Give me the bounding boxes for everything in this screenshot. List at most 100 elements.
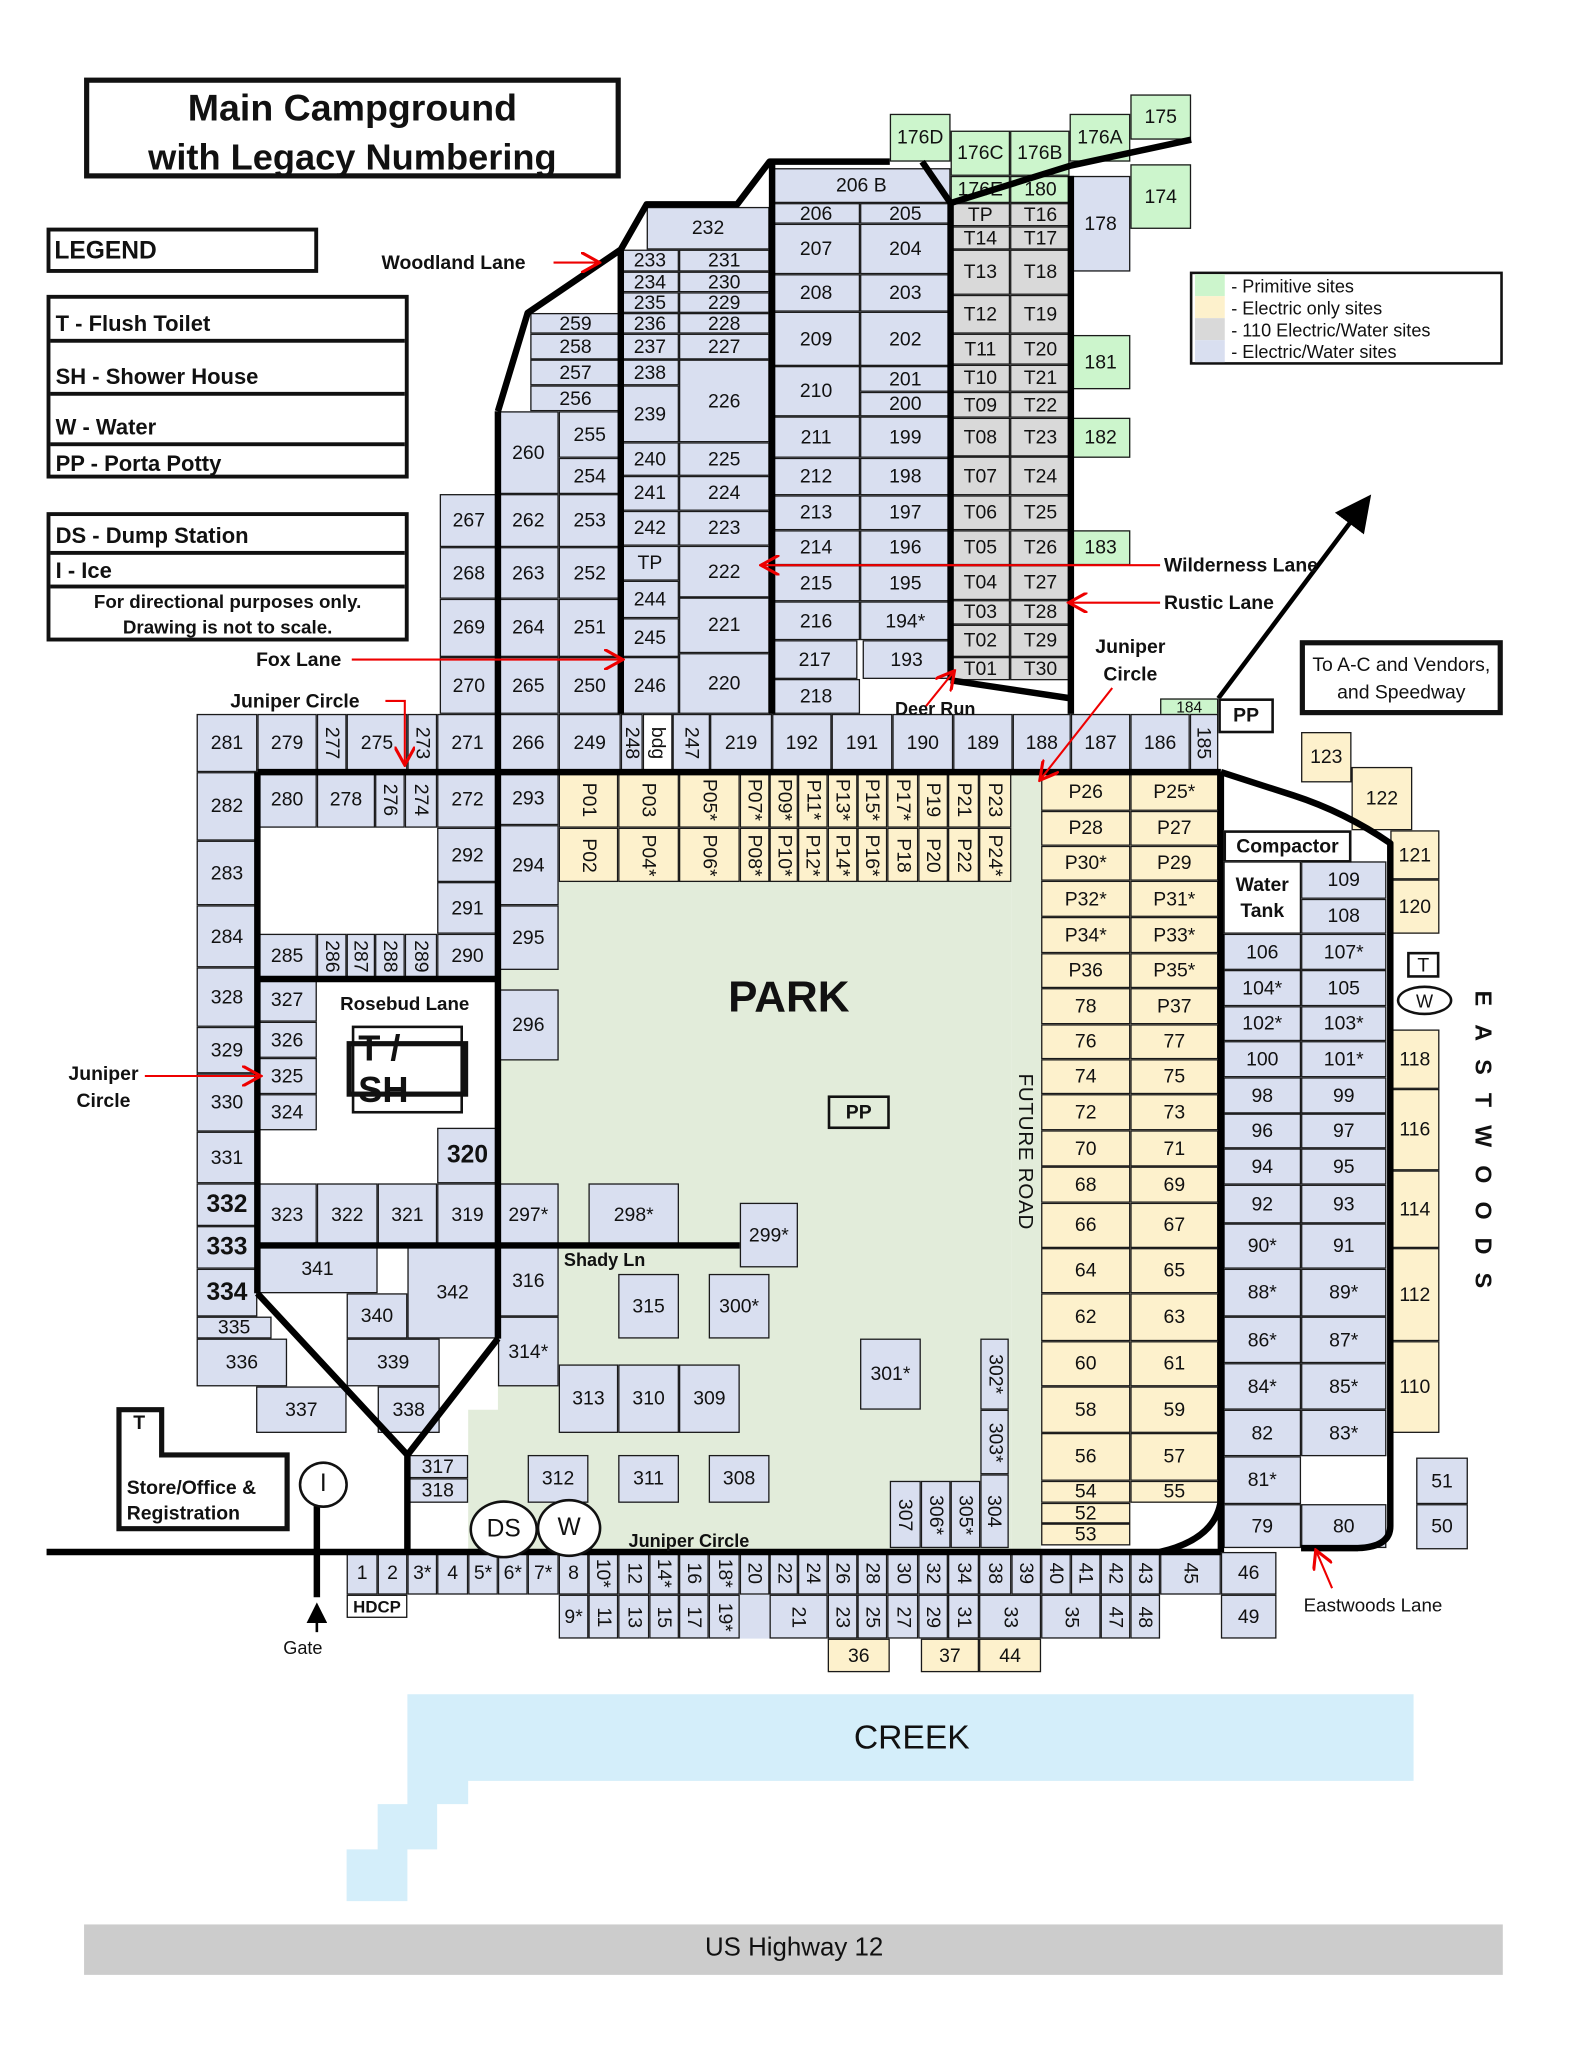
site-83: 83* <box>1301 1409 1387 1457</box>
site-number: 108 <box>1327 905 1360 928</box>
site-number: 8 <box>568 1562 579 1585</box>
site-number: 55 <box>1163 1480 1186 1503</box>
site-285: 285 <box>257 933 317 980</box>
site-260: 260 <box>497 411 559 495</box>
site-54: 54 <box>1041 1480 1131 1503</box>
site-number: 250 <box>573 674 606 697</box>
site-t13: T13 <box>950 249 1011 295</box>
site-number: 216 <box>799 609 833 632</box>
site-308: 308 <box>708 1454 770 1503</box>
site-number: 330 <box>210 1091 244 1114</box>
site-205: 205 <box>860 203 951 224</box>
site-p21: P21 <box>947 772 980 828</box>
site-59: 59 <box>1130 1386 1219 1433</box>
site-number: P36 <box>1068 959 1103 982</box>
site-number: 192 <box>785 732 819 754</box>
water-tank-label-2: Tank <box>1240 900 1285 923</box>
site-110: 110 <box>1390 1341 1440 1433</box>
site-number: 213 <box>799 501 833 524</box>
site-306: 306* <box>920 1480 951 1549</box>
site-3: 3* <box>407 1551 438 1595</box>
site-t21: T21 <box>1010 364 1071 392</box>
site-t02: T02 <box>950 624 1011 657</box>
juniper-circle-left-label-1: Juniper <box>68 1063 139 1086</box>
site-number: 256 <box>559 387 592 410</box>
site-22: 22 <box>769 1551 798 1595</box>
site-297: 297* <box>497 1183 559 1246</box>
site-number: T14 <box>963 226 998 249</box>
eastwoods-lane-arrow <box>1317 1552 1334 1589</box>
site-258: 258 <box>530 333 621 360</box>
site-262: 262 <box>497 494 559 548</box>
site-272: 272 <box>437 772 498 828</box>
site-number: 253 <box>573 509 606 532</box>
site-number: 206 B <box>835 174 887 197</box>
site-number: 280 <box>270 788 304 811</box>
site-number: 51 <box>1431 1469 1453 1492</box>
site-p25: P25* <box>1130 772 1219 811</box>
site-number: 239 <box>633 402 667 425</box>
porta-potty-label: PP <box>845 1101 872 1124</box>
toilet-east-label: T <box>1417 953 1430 976</box>
site-1: 1 <box>346 1551 378 1595</box>
site-number: 101* <box>1323 1048 1364 1071</box>
site-p09: P09* <box>769 772 798 828</box>
site-t23: T23 <box>1010 417 1071 457</box>
site-number: 5* <box>473 1562 493 1585</box>
hdcp-label-box: HDCP <box>346 1594 408 1618</box>
compactor-label: Compactor <box>1236 835 1339 858</box>
title-box: Main Campground with Legacy Numbering <box>84 77 621 179</box>
site-number: 263 <box>512 561 545 584</box>
rustic-lane-label: Rustic Lane <box>1163 592 1274 615</box>
site-number: 176B <box>1017 142 1063 165</box>
site-192: 192 <box>772 713 832 773</box>
site-21: 21 <box>769 1594 828 1639</box>
site-number: 187 <box>1084 732 1117 754</box>
site-64: 64 <box>1041 1248 1131 1294</box>
site-number: P31* <box>1153 887 1196 910</box>
site-number: 112 <box>1399 1283 1431 1306</box>
site-234: 234 <box>620 271 679 293</box>
site-number: 340 <box>360 1304 394 1327</box>
swatch-electric-water <box>1195 340 1225 363</box>
site-number: T28 <box>1023 601 1058 624</box>
site-301: 301* <box>860 1338 921 1410</box>
site-number: 188 <box>1025 732 1058 754</box>
site-14: 14* <box>649 1551 679 1595</box>
site-314: 314* <box>497 1316 559 1387</box>
site-number: 176A <box>1077 126 1123 149</box>
site-number: 176D <box>896 126 944 149</box>
site-number: 334 <box>206 1279 248 1307</box>
juniper-circle-bottom-label: Juniper Circle <box>628 1529 750 1551</box>
site-tp: TP <box>950 203 1011 227</box>
site-65: 65 <box>1130 1248 1219 1294</box>
site-number: 105 <box>1327 977 1360 1000</box>
site-89: 89* <box>1301 1268 1387 1317</box>
site-number: P27 <box>1157 817 1192 840</box>
site-p10: P10* <box>769 827 798 883</box>
site-302: 302* <box>980 1338 1009 1410</box>
site-number: 284 <box>210 925 244 948</box>
site-number: 335 <box>217 1316 251 1339</box>
site-237: 237 <box>620 333 679 360</box>
site-317: 317 <box>407 1454 469 1479</box>
site-number: P37 <box>1157 995 1192 1018</box>
site-t08: T08 <box>950 417 1011 457</box>
site-number: 260 <box>512 441 545 464</box>
site-number: 197 <box>889 501 922 524</box>
site-320: 320 <box>437 1127 498 1184</box>
site-13: 13 <box>618 1594 650 1639</box>
site-228: 228 <box>678 312 770 334</box>
site-number: 6* <box>503 1562 522 1585</box>
site-t03: T03 <box>950 600 1011 625</box>
site-60: 60 <box>1041 1341 1131 1387</box>
site-174: 174 <box>1130 164 1192 229</box>
site-number: 92 <box>1251 1193 1274 1216</box>
site-number: 292 <box>451 843 484 866</box>
site-number: 341 <box>301 1258 334 1281</box>
site-269: 269 <box>439 598 498 657</box>
site-number: 208 <box>799 281 833 304</box>
site-number: 89* <box>1329 1281 1359 1304</box>
site-number: 98 <box>1251 1084 1274 1107</box>
site-336: 336 <box>196 1338 288 1387</box>
